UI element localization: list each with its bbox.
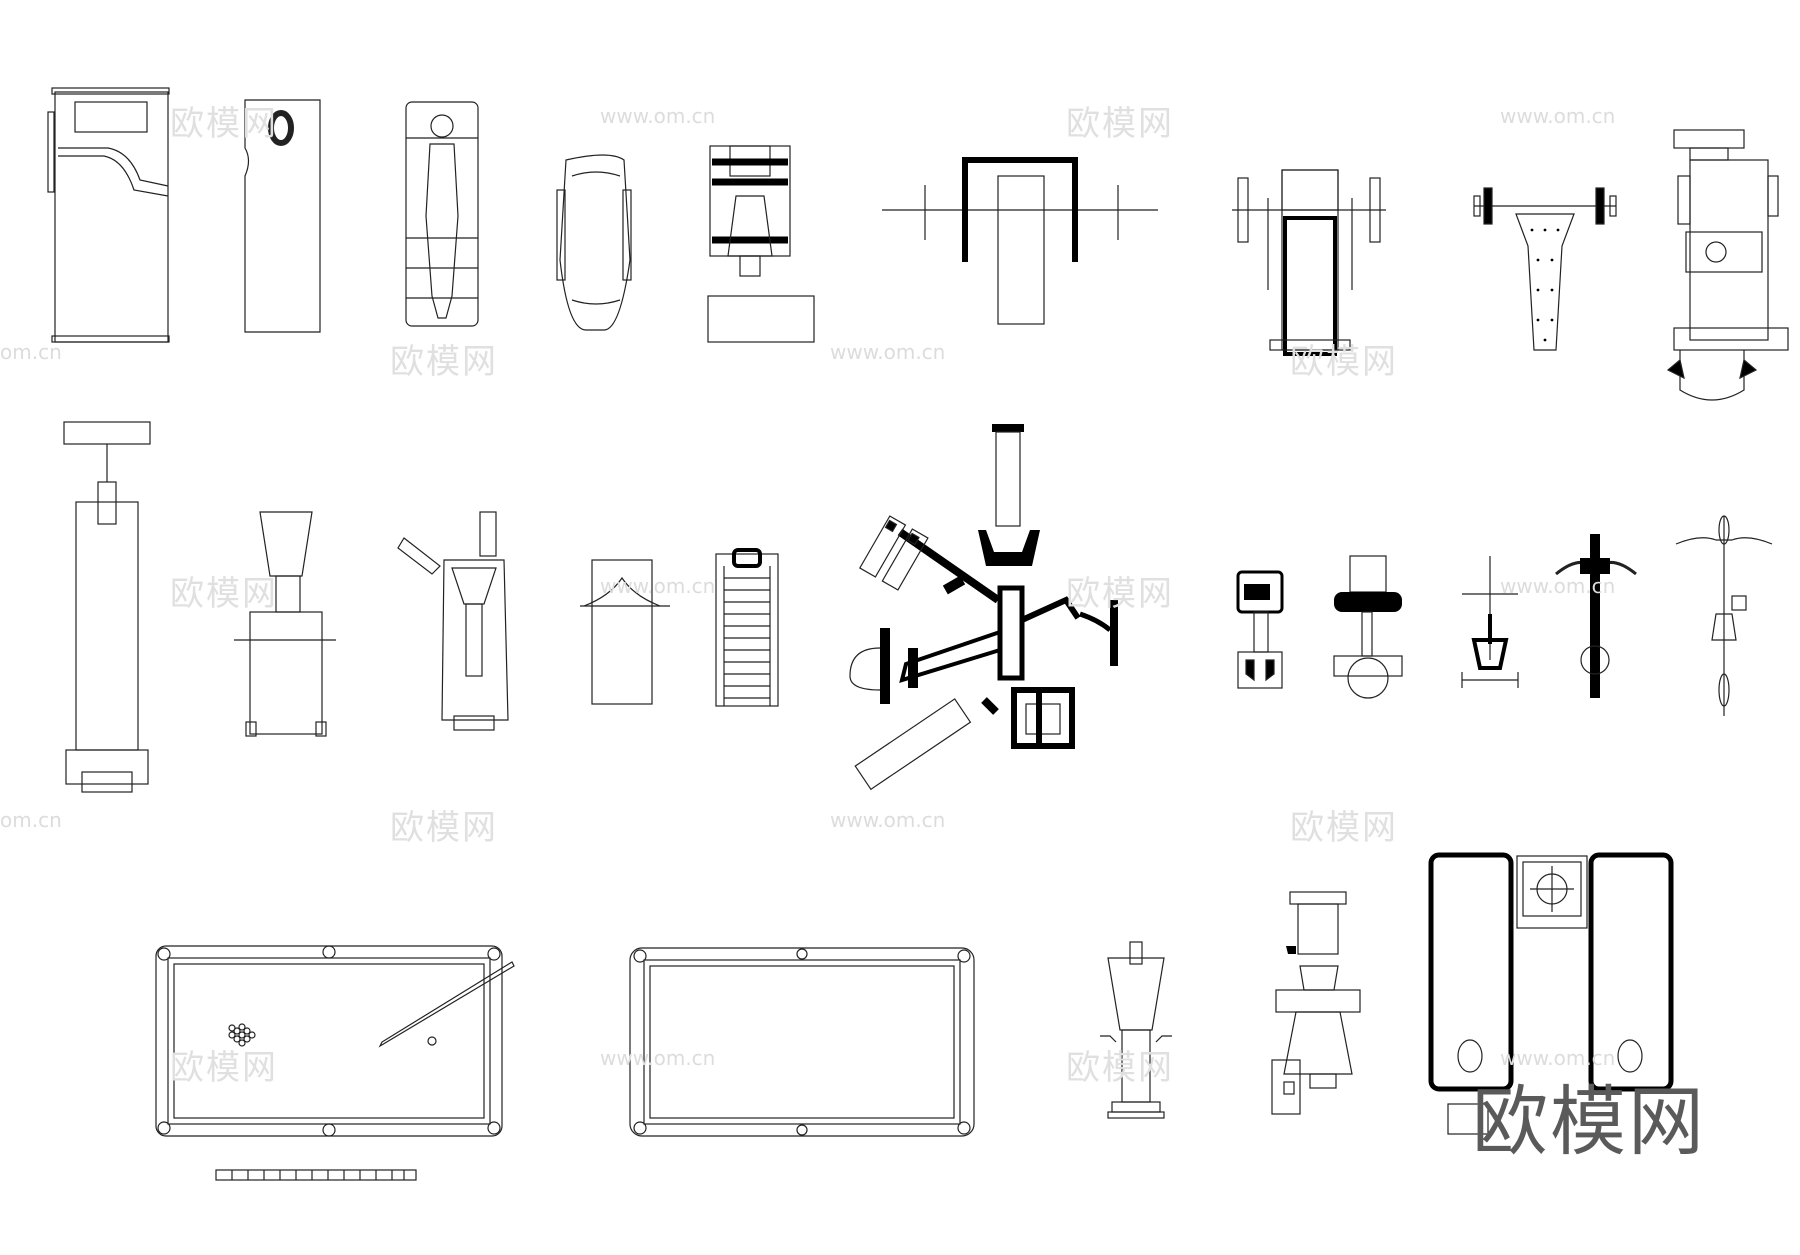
watermark-text: 欧模网 [1066, 1048, 1174, 1088]
cue-stick [378, 961, 515, 1048]
watermark-text: 欧模网 [170, 104, 278, 144]
leg-press-machine-plan [397, 511, 509, 731]
lat-pulldown-machine-plan [1271, 891, 1361, 1115]
bench-dot-pattern [1530, 228, 1560, 342]
multi-gym-station-plan [849, 424, 1118, 791]
cue-ball [427, 1036, 437, 1046]
bench-press-machine-plan [707, 145, 815, 343]
watermark-text: 欧模网 [1290, 342, 1398, 382]
climber-steps [724, 577, 770, 699]
watermark-url: www.om.cn [1500, 574, 1616, 598]
shoulder-press-plan [234, 511, 336, 737]
watermark-url: www.om.cn [600, 574, 716, 598]
treadmill-plan [47, 87, 170, 343]
watermark-text: 欧模网 [170, 574, 278, 614]
dumbbell-bench-plan [1473, 187, 1617, 351]
watermark-text: 欧模网 [390, 342, 498, 382]
watermark-text: 欧模网 [1290, 808, 1398, 848]
watermark-url: www.om.cn [600, 1046, 716, 1070]
watermark-url: www.om.cn [1500, 1046, 1616, 1070]
barbell-rack [859, 515, 929, 591]
calf-raise-machine-plan [1100, 941, 1172, 1119]
twin-tanning-beds-plan [1428, 852, 1674, 1135]
cable-tower-plan [1666, 129, 1789, 401]
watermark-url: www.om.cn [830, 340, 946, 364]
watermark-text: 欧模网 [170, 1048, 278, 1088]
watermark-url: om.cn [0, 340, 62, 364]
lying-person-bed-plan [405, 101, 479, 327]
watermark-url: om.cn [0, 808, 62, 832]
racked-balls [228, 1023, 256, 1047]
billiard-table-with-cue-plan [155, 945, 515, 1181]
watermark-url: www.om.cn [1500, 104, 1616, 128]
watermark-url: www.om.cn [600, 104, 716, 128]
exercise-bike-plan [1555, 534, 1637, 698]
massage-table-plan [244, 99, 321, 333]
ball-return-rail [215, 1169, 417, 1181]
watermark-url: www.om.cn [830, 808, 946, 832]
stair-climber-plan [715, 548, 779, 707]
watermark-text: 欧模网 [390, 808, 498, 848]
long-bench [854, 698, 972, 791]
adjustable-bench-plan [1232, 169, 1386, 356]
pull-up-tower-plan [63, 421, 151, 793]
recumbent-bike-plan [1333, 555, 1403, 699]
spin-bike-plan [1461, 556, 1519, 688]
watermark-text: 欧模网 [1066, 104, 1174, 144]
upright-bike-1-plan [1236, 570, 1284, 689]
billiard-table-plan [629, 947, 975, 1137]
power-rack-plan [882, 157, 1158, 325]
bicycle-plan [1675, 515, 1773, 716]
brand-logo-text: 欧模网 [1472, 1077, 1706, 1166]
watermark-text: 欧模网 [1066, 574, 1174, 614]
recline-chair-plan [556, 154, 632, 331]
rowing-bench-plan [580, 559, 670, 705]
